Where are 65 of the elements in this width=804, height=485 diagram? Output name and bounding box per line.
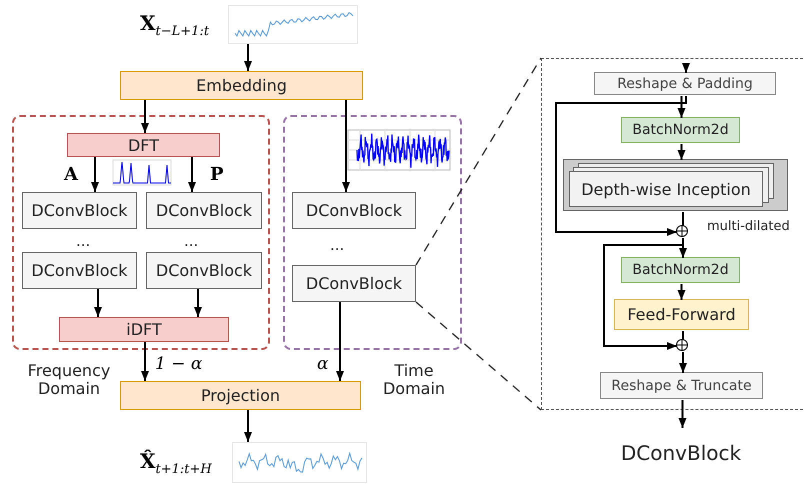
block-box [22, 252, 137, 289]
box-label: DConvBlock [306, 201, 402, 220]
arrow [141, 342, 149, 381]
arrow [188, 157, 196, 192]
process-box [120, 71, 363, 100]
group-label: Time Domain [382, 362, 446, 399]
box-label: BatchNorm2d [632, 122, 729, 138]
process-box [594, 72, 776, 95]
block-box [292, 192, 416, 229]
ellipsis-label: ... [330, 236, 344, 254]
zoom-line [415, 58, 542, 266]
arrow [94, 289, 102, 317]
arrow [244, 44, 252, 71]
sum-junction [676, 225, 688, 237]
process-box [600, 372, 763, 399]
box-label: DConvBlock [156, 261, 252, 280]
block-box [146, 192, 262, 229]
arrow [555, 96, 687, 236]
box-label: Feed-Forward [627, 305, 736, 324]
box-label: Embedding [196, 76, 287, 95]
arrow [603, 238, 684, 350]
box-label: DConvBlock [156, 201, 252, 220]
arrow [678, 400, 686, 428]
arrow [678, 96, 686, 118]
arrow [244, 410, 252, 442]
block-box [146, 252, 262, 289]
transform-box [67, 133, 220, 157]
arrow [678, 284, 686, 300]
block-box [292, 265, 416, 302]
box-label: iDFT [126, 320, 162, 339]
series-plot [228, 5, 358, 44]
box-label: Reshape & Padding [617, 76, 753, 92]
process-box [614, 299, 749, 330]
arrow [141, 100, 149, 133]
arrow [679, 352, 687, 373]
arrow [678, 144, 686, 160]
box-label: BatchNorm2d [632, 262, 729, 278]
box-label: Projection [200, 386, 280, 405]
arrow [342, 100, 350, 192]
group-label: DConvBlock [620, 442, 742, 465]
series-symbol: X̂$_{t+1:t+H}$ [140, 448, 212, 476]
arrow [91, 157, 99, 192]
block-box [22, 192, 137, 229]
annotation: multi-dilated [707, 219, 790, 234]
box-label: DConvBlock [306, 274, 402, 293]
series-symbol: X$_{t−L+1:t}$ [140, 10, 210, 38]
box-label: Depth-wise Inception [581, 180, 751, 198]
arrow [194, 289, 202, 317]
process-box [120, 381, 361, 410]
series-plot [232, 442, 367, 483]
norm-box [621, 257, 740, 283]
box-label: DConvBlock [31, 201, 128, 220]
norm-box [621, 117, 740, 143]
arrow [336, 302, 344, 381]
group-label: Frequency Domain [26, 362, 112, 399]
zoom-line [416, 302, 542, 410]
ellipsis-label: ... [76, 232, 90, 250]
box-label: DFT [128, 136, 159, 154]
transform-box [59, 317, 229, 342]
ellipsis-label: ... [184, 232, 198, 250]
arrow [682, 63, 690, 73]
box-label: DConvBlock [31, 261, 128, 280]
sum-junction [676, 339, 688, 351]
box-label: Reshape & Truncate [611, 378, 752, 394]
inception-stack [563, 159, 788, 211]
